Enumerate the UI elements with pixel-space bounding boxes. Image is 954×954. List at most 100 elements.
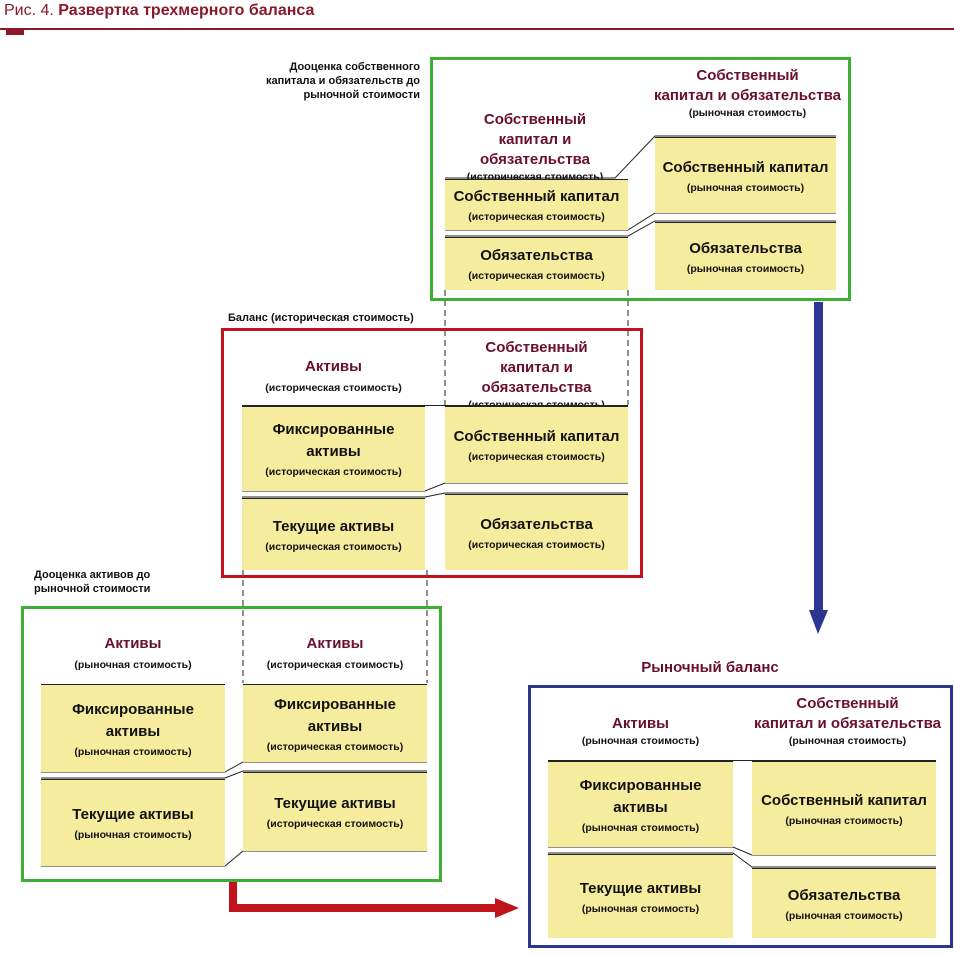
box-title: Текущие активы	[72, 806, 194, 823]
box-sub: (рыночная стоимость)	[581, 821, 700, 834]
box-current-market-bl: Текущие активы (рыночная стоимость)	[41, 779, 225, 866]
heading-sub: (историческая стоимость)	[265, 382, 402, 394]
heading-line: Активы	[305, 358, 362, 375]
box-sub: (историческая стоимость)	[265, 466, 402, 478]
box-sub: (историческая стоимость)	[266, 740, 404, 753]
box-sub: (рыночная стоимость)	[74, 745, 192, 758]
blue-arrow	[809, 302, 828, 634]
box-sub: (рыночная стоимость)	[785, 909, 903, 922]
heading-line: Активы	[612, 715, 669, 732]
heading-line: капитал и обязательства	[754, 715, 941, 732]
heading-line: Собственный	[483, 111, 587, 128]
heading-sub: (рыночная стоимость)	[581, 735, 700, 747]
col-head-eq-liab-hist-red: Собственный капитал и обязательства (ист…	[445, 338, 628, 412]
frame-liab-revaluation	[430, 57, 851, 301]
col-head-assets-hist-bl: Активы (историческая стоимость)	[243, 634, 427, 672]
box-equity-hist-red: Собственный капитал (историческая стоимо…	[445, 406, 628, 483]
figure-title: Рис. 4. Развертка трехмерного баланса	[4, 2, 314, 20]
box-title: Текущие активы	[274, 795, 396, 812]
box-fixed-market-bl: Фиксированные активы (рыночная стоимость…	[41, 684, 225, 772]
sep-bl-bottom	[41, 850, 427, 867]
col-head-eq-liab-hist: Собственный капитал и обязательства (ист…	[445, 110, 625, 184]
note-line: Дооценка активов до	[34, 569, 151, 581]
heading-line: капитал и обязательства	[481, 359, 592, 396]
box-equity-hist: Собственный капитал (историческая стоимо…	[445, 179, 628, 230]
col-head-eq-liab-market: Собственный капитал и обязательства (рын…	[650, 66, 845, 120]
col-head-assets-market-bl: Активы (рыночная стоимость)	[41, 634, 225, 672]
note-liab-revaluation: Дооценка собственного капитала и обязате…	[257, 60, 420, 102]
sep-bl-b	[41, 770, 427, 779]
heading-line: Собственный	[485, 339, 588, 356]
box-title: Собственный капитал	[453, 428, 620, 445]
box-sub: (историческая стоимость)	[468, 538, 605, 551]
box-title: активы	[105, 722, 161, 740]
box-sub: (рыночная стоимость)	[686, 262, 805, 275]
frame-balance-historical	[221, 328, 643, 578]
col-head-assets-hist: Активы (историческая стоимость)	[242, 357, 425, 395]
note-line: капитала и обязательств до	[265, 75, 420, 87]
box-title: Текущие активы	[579, 879, 702, 897]
col-head-assets-market: Активы (рыночная стоимость)	[548, 714, 733, 748]
heading-sub: (рыночная стоимость)	[688, 107, 807, 119]
box-title: Фиксированные	[272, 421, 395, 438]
slanted-separators	[41, 135, 936, 868]
note-line: рыночной стоимости	[303, 89, 420, 101]
frame-asset-revaluation	[21, 606, 442, 882]
heading-line: Собственный	[796, 695, 899, 712]
market-balance-title: Рыночный баланс	[641, 659, 779, 676]
box-title: Обязательства	[689, 239, 802, 257]
box-title: активы	[307, 717, 363, 735]
red-arrow	[229, 880, 519, 918]
box-sub: (рыночная стоимость)	[785, 814, 903, 827]
note-asset-revaluation: Дооценка активов до рыночной стоимости	[34, 568, 150, 596]
box-title: Обязательства	[787, 886, 901, 904]
box-title: Собственный капитал	[662, 158, 829, 176]
box-fixed-hist: Фиксированные активы (историческая стоим…	[242, 406, 425, 491]
box-title: Фиксированные	[579, 776, 702, 794]
box-liab-market-blue: Обязательства (рыночная стоимость)	[752, 868, 936, 938]
title-rule-mark	[6, 29, 24, 35]
sep-blue-b	[548, 852, 936, 868]
box-title: активы	[613, 798, 668, 816]
box-current-hist: Текущие активы (историческая стоимость)	[242, 498, 425, 570]
box-sub: (историческая стоимость)	[265, 540, 402, 553]
sep-blue-a	[548, 846, 936, 856]
heading-sub: (рыночная стоимость)	[74, 659, 192, 671]
figure-caption: Развертка трехмерного баланса	[58, 2, 315, 19]
box-title: Фиксированные	[72, 700, 194, 718]
box-title: активы	[306, 443, 361, 460]
heading-line: капитал и обязательства	[479, 131, 591, 168]
box-equity-market-blue: Собственный капитал (рыночная стоимость)	[752, 761, 936, 855]
heading-line: капитал и обязательства	[654, 87, 841, 104]
heading-line: Собственный	[696, 67, 799, 84]
sep-top-mid-b	[445, 220, 836, 237]
dashed-guides	[242, 290, 629, 683]
note-balance-historical: Баланс (историческая стоимость)	[228, 312, 414, 324]
figure-number: Рис. 4.	[4, 2, 54, 19]
sep-top-header	[445, 135, 836, 179]
box-sub: (рыночная стоимость)	[74, 829, 192, 841]
box-sub: (историческая стоимость)	[468, 211, 605, 223]
header-rule	[548, 760, 936, 761]
box-sub: (рыночная стоимость)	[686, 181, 805, 194]
frame-market-balance	[528, 685, 953, 948]
box-liab-market: Обязательства (рыночная стоимость)	[655, 222, 836, 290]
header-rule	[242, 405, 628, 406]
box-liab-hist: Обязательства (историческая стоимость)	[445, 237, 628, 290]
sep-bl-a	[41, 761, 427, 773]
box-fixed-market: Фиксированные активы (рыночная стоимость…	[548, 761, 733, 847]
box-current-market: Текущие активы (рыночная стоимость)	[548, 854, 733, 938]
note-line: рыночной стоимости	[34, 583, 151, 595]
box-title: Собственный капитал	[761, 791, 927, 809]
sep-top-mid-a	[445, 212, 836, 231]
box-title: Обязательства	[480, 515, 593, 533]
sep-red-b	[242, 492, 628, 498]
title-rule	[0, 28, 954, 30]
heading-line: Активы	[104, 635, 162, 652]
box-sub: (историческая стоимость)	[468, 451, 605, 463]
box-title: Фиксированные	[274, 695, 396, 713]
box-title: Собственный капитал	[453, 188, 620, 205]
box-equity-market: Собственный капитал (рыночная стоимость)	[655, 137, 836, 213]
sep-red-a	[242, 482, 628, 492]
